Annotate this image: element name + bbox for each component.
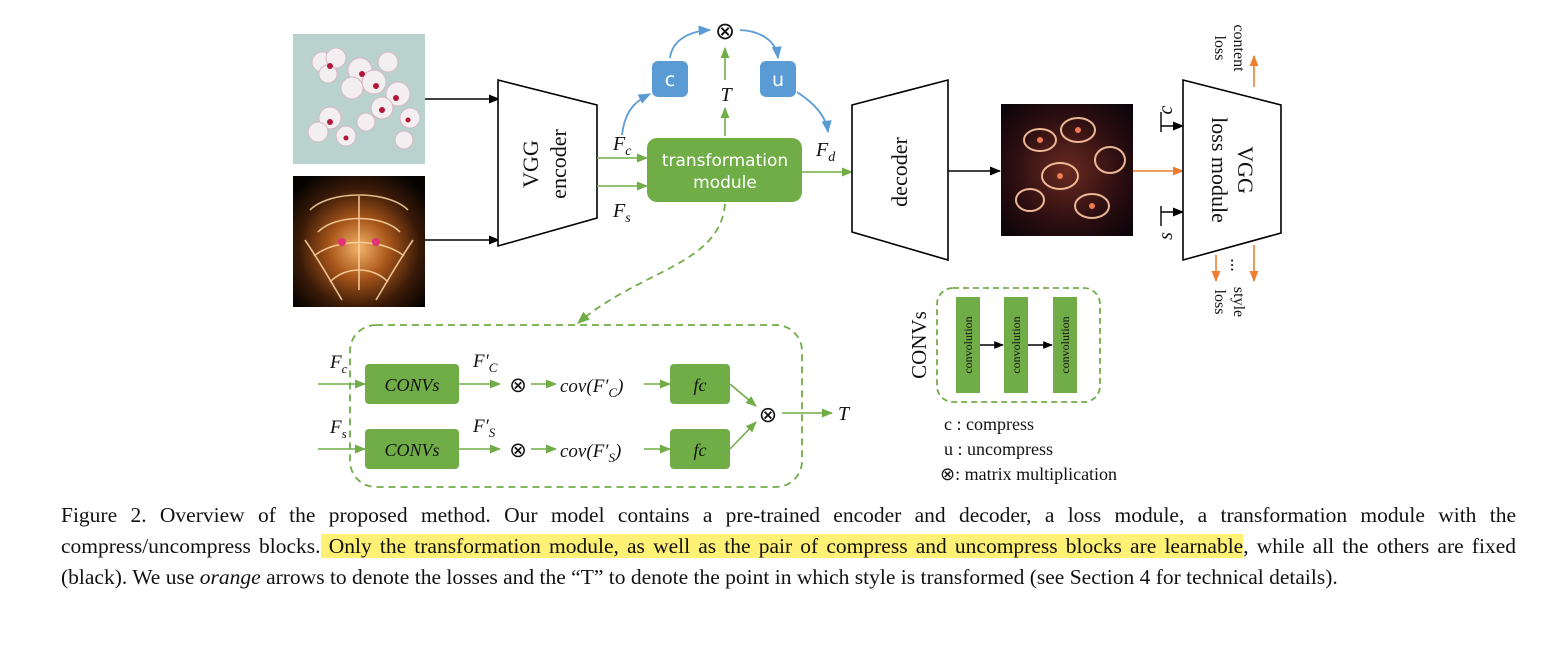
symbol-legend: c : compress u : uncompress ⊗: matrix mu… — [940, 414, 1117, 484]
convolution-block-1: convolution — [961, 316, 975, 373]
svg-text:Fd: Fd — [815, 139, 836, 165]
detail-fc-bottom: fc — [694, 440, 707, 460]
label-T-top: T — [720, 84, 733, 106]
svg-text:cov(F′C): cov(F′C) — [560, 376, 623, 400]
style-image — [293, 176, 425, 307]
svg-text:F′C: F′C — [472, 351, 498, 375]
content-loss-label-1: content — [1230, 24, 1247, 72]
vgg-loss-module-block: VGG loss module — [1182, 78, 1282, 262]
convs-legend-title: CONVs — [907, 311, 931, 379]
caption-text-3: arrows to denote the losses and the “T” … — [260, 565, 1338, 589]
detail-label-T: T — [838, 403, 851, 425]
svg-text:Fs: Fs — [329, 417, 347, 441]
svg-text:Fs: Fs — [612, 200, 631, 226]
caption-text-2: , while all the others are fixed (black)… — [61, 534, 1516, 589]
vgg-encoder-label-1: VGG — [518, 140, 543, 188]
detail-convs-top: CONVs — [384, 375, 439, 395]
transformation-module-block: transformation module — [647, 138, 802, 202]
stylized-output-image — [1001, 104, 1133, 236]
loss-input-c: c — [1155, 105, 1177, 114]
convolution-block-3: convolution — [1058, 316, 1072, 373]
transformation-detail-box: Fc CONVs F′C ⊗ cov(F′C) fc Fs CONVs F′S … — [318, 324, 851, 488]
compress-block: c — [652, 61, 688, 97]
decoder-block: decoder — [851, 78, 949, 262]
vgg-encoder-block: VGG encoder — [497, 78, 598, 248]
caption-text-1: Figure 2. Overview of the proposed metho… — [61, 503, 1516, 558]
detail-label-fs: F — [329, 417, 342, 438]
caption-highlight: Only the transformation module, as well … — [320, 534, 1244, 558]
content-image — [293, 34, 425, 164]
svg-text:u: u — [772, 69, 784, 91]
otimes-top: ⊗ — [715, 19, 735, 45]
detail-otimes-top: ⊗ — [509, 373, 527, 397]
ellipsis: ... — [1227, 258, 1247, 272]
detail-cov-c: cov(F′ — [560, 376, 609, 397]
uncompress-block: u — [760, 61, 796, 97]
vgg-encoder-label-2: encoder — [546, 129, 571, 199]
svg-text:c: c — [665, 69, 675, 91]
svg-text:Fc: Fc — [329, 352, 348, 376]
detail-convs-bottom: CONVs — [384, 440, 439, 460]
transformation-label-1: transformation — [662, 151, 788, 171]
caption-emphasis: orange — [199, 565, 261, 589]
legend-matrix-multiplication: ⊗: matrix multiplication — [940, 464, 1117, 484]
style-loss-label-2: loss — [1211, 290, 1228, 315]
detail-fs-prime: F′ — [472, 416, 490, 437]
label-fs: F — [612, 200, 626, 222]
svg-text:Fc: Fc — [612, 133, 632, 159]
detail-cov-s: cov(F′ — [560, 441, 609, 462]
detail-label-fc: F — [329, 352, 342, 373]
label-fc: F — [612, 133, 626, 155]
legend-uncompress: u : uncompress — [944, 439, 1053, 459]
detail-fc-prime: F′ — [472, 351, 490, 372]
transformation-label-2: module — [693, 173, 757, 193]
svg-text:cov(F′S): cov(F′S) — [560, 441, 621, 465]
legend-compress: c : compress — [944, 414, 1034, 434]
loss-input-s: s — [1155, 232, 1177, 240]
blossom-flowers — [307, 47, 421, 150]
svg-text:F′S: F′S — [472, 416, 496, 440]
detail-fc-top: fc — [694, 375, 707, 395]
convolution-block-2: convolution — [1009, 316, 1023, 373]
loss-module-label-1: VGG — [1233, 146, 1258, 194]
detail-otimes-bottom: ⊗ — [509, 438, 527, 462]
content-loss-label-2: loss — [1211, 36, 1228, 61]
decoder-label: decoder — [887, 137, 912, 207]
loss-module-label-2: loss module — [1207, 117, 1232, 223]
label-fd: F — [815, 139, 829, 161]
style-loss-label-1: style — [1230, 287, 1247, 317]
method-overview-diagram: VGG encoder Fc Fs transformation module … — [293, 19, 1282, 488]
figure-caption: Figure 2. Overview of the proposed metho… — [61, 500, 1516, 593]
detail-otimes-merge: ⊗ — [759, 402, 777, 427]
convs-legend: CONVs convolution convolution convolutio… — [907, 287, 1101, 403]
